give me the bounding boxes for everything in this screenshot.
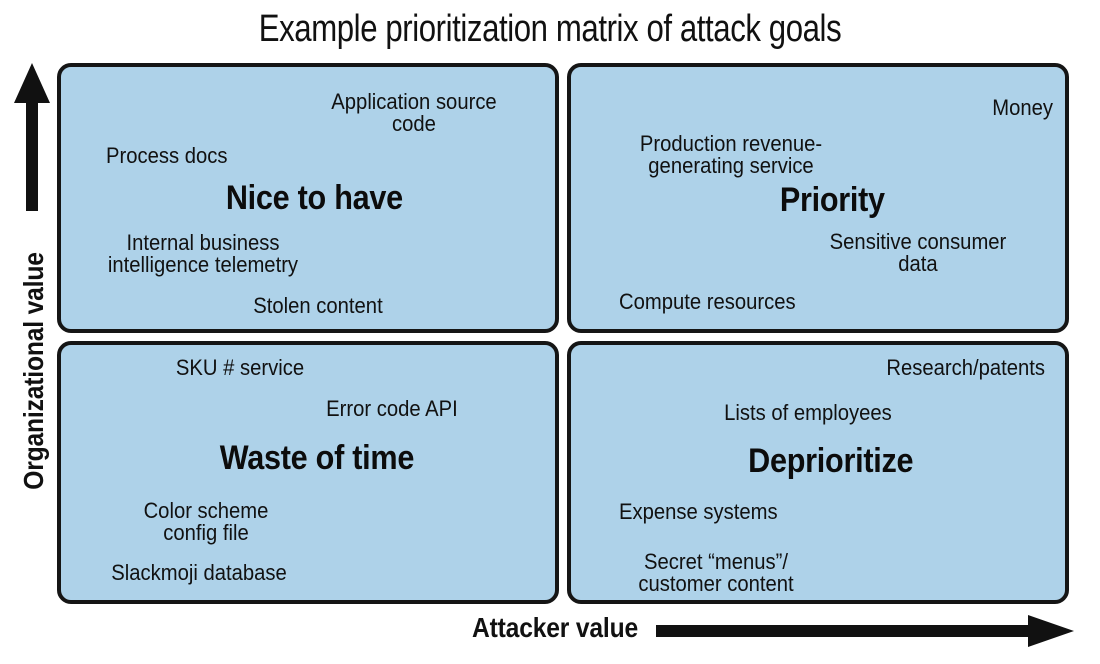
y-axis: Organizational value (0, 55, 56, 610)
matrix-item: Slackmoji database (111, 560, 287, 585)
x-axis: Attacker value (460, 606, 1100, 656)
matrix-item: Stolen content (253, 293, 383, 318)
matrix-item: Secret “menus”/ customer content (638, 549, 794, 597)
matrix-item: SKU # service (175, 355, 305, 380)
arrow-up-icon (14, 63, 50, 211)
quadrant-title: Priority (779, 181, 885, 219)
matrix-item: Process docs (106, 143, 228, 168)
x-axis-label: Attacker value (472, 612, 639, 643)
quadrant-nice-to-have[interactable]: Application source code Process docs Nic… (57, 63, 559, 333)
chart-title: Example prioritization matrix of attack … (258, 8, 842, 50)
matrix-item: Expense systems (619, 499, 778, 524)
matrix-item: Color scheme config file (143, 498, 269, 546)
quadrant-title: Waste of time (219, 439, 415, 477)
matrix-item: Compute resources (619, 289, 796, 314)
matrix-item: Application source code (331, 89, 497, 137)
matrix-item: Production revenue- generating service (639, 131, 823, 179)
matrix-item: Internal business intelligence telemetry (107, 230, 299, 278)
quadrant-waste-of-time[interactable]: SKU # service Error code API Waste of ti… (57, 341, 559, 604)
quadrant-deprioritize[interactable]: Research/patents Lists of employees Depr… (567, 341, 1069, 604)
matrix-item: Money (992, 95, 1053, 120)
matrix-item: Sensitive consumer data (829, 229, 1007, 277)
matrix-item: Error code API (326, 396, 458, 421)
quadrant-priority[interactable]: Money Production revenue- generating ser… (567, 63, 1069, 333)
matrix-item: Research/patents (886, 355, 1045, 380)
matrix-grid: Application source code Process docs Nic… (57, 63, 1069, 604)
matrix-item: Lists of employees (724, 400, 892, 425)
arrow-right-icon (656, 615, 1074, 647)
y-axis-label: Organizational value (18, 252, 49, 490)
quadrant-title: Deprioritize (748, 442, 914, 480)
quadrant-title: Nice to have (225, 179, 403, 217)
